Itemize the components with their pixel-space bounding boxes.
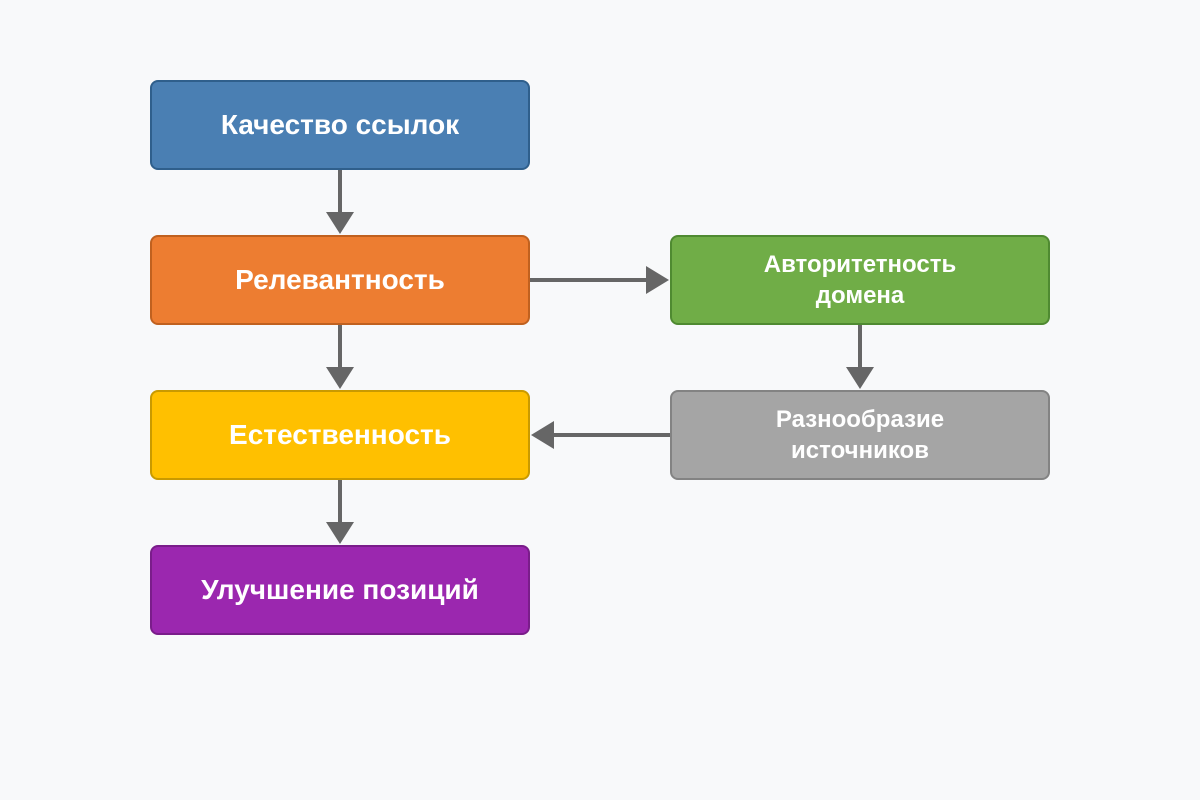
arrow-source-diversity-to-naturalness [531, 421, 670, 449]
node-label: Улучшение позиций [201, 574, 479, 605]
node-relevance: Релевантность [150, 235, 530, 325]
node-label: Авторитетность домена [763, 251, 957, 309]
arrow-relevance-to-domain-authority [530, 266, 669, 294]
arrow-naturalness-to-position-improvement [326, 480, 354, 544]
arrow-relevance-to-naturalness [326, 325, 354, 389]
node-label: Релевантность [235, 264, 445, 295]
node-label: Естественность [229, 419, 451, 450]
node-source-diversity: Разнообразие источников [670, 390, 1050, 480]
node-position-improvement: Улучшение позиций [150, 545, 530, 635]
node-label: Качество ссылок [220, 109, 460, 140]
node-domain-authority: Авторитетность домена [670, 235, 1050, 325]
node-label: Разнообразие источников [775, 406, 945, 464]
node-link-quality: Качество ссылок [150, 80, 530, 170]
arrow-domain-authority-to-source-diversity [846, 325, 874, 389]
node-naturalness: Естественность [150, 390, 530, 480]
arrow-link-quality-to-relevance [326, 170, 354, 234]
